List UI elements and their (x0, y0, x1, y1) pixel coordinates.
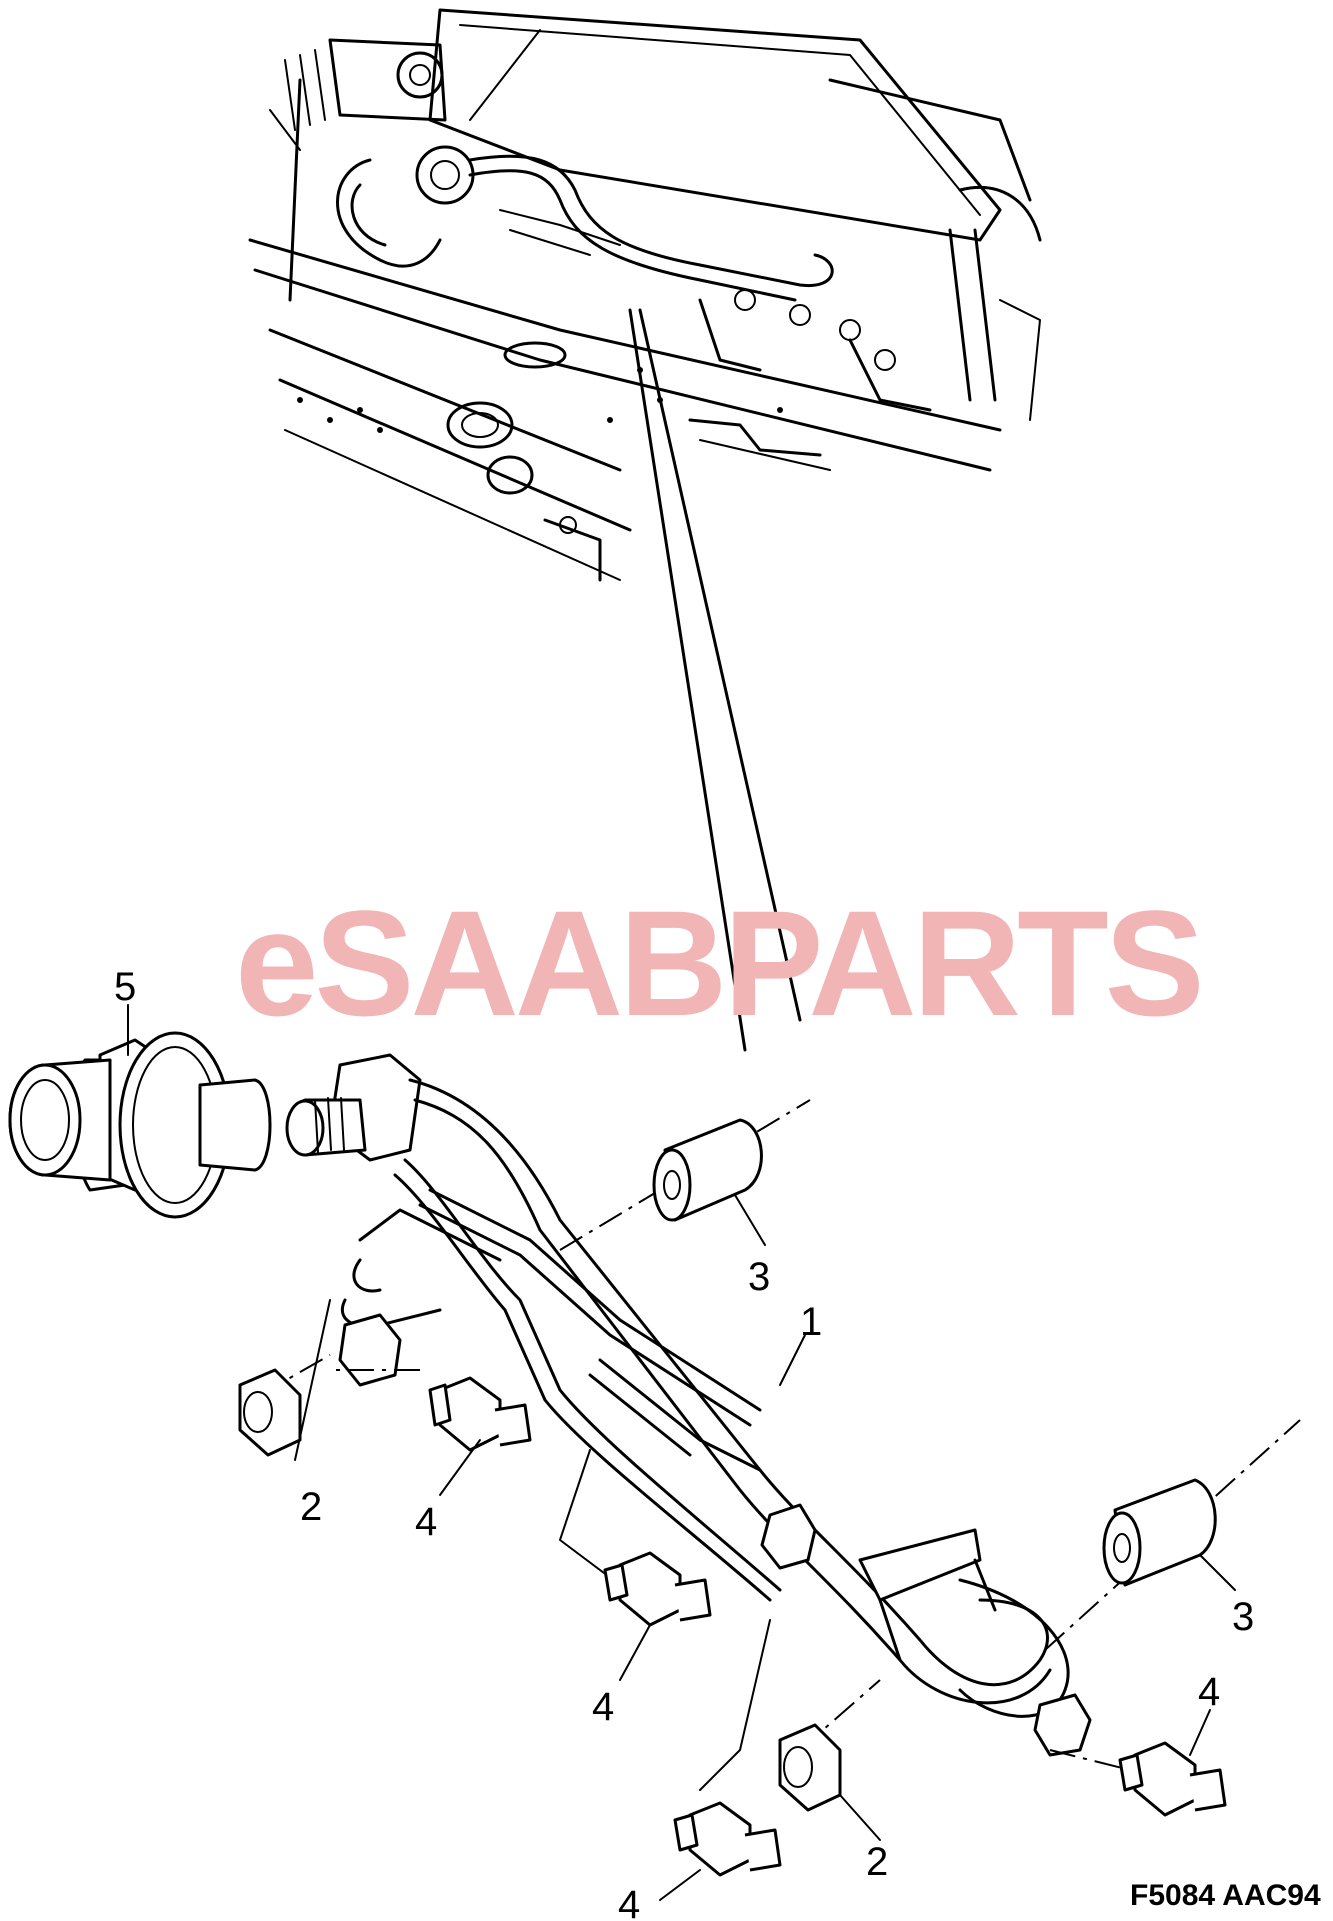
sleeve-part-3-upper (559, 1099, 811, 1251)
callout-2-upper: 2 (300, 1485, 322, 1529)
nut-part-2-upper (238, 1354, 331, 1457)
callout-4-b: 4 (592, 1685, 614, 1729)
nut-part-2-lower (778, 1679, 881, 1812)
watermark-prefix: e (235, 879, 314, 1047)
callout-1: 1 (800, 1300, 822, 1344)
stud-part-4-b (603, 1551, 712, 1627)
leader-line-right (638, 308, 802, 1022)
stud-part-4-d (1049, 1741, 1227, 1817)
figure-code: F5084 AAC94 (1130, 1879, 1321, 1912)
callout-5: 5 (114, 965, 136, 1009)
injection-pipe-part-1 (285, 1053, 1092, 1791)
callout-3-upper: 3 (748, 1255, 770, 1299)
callout-4-a: 4 (415, 1500, 437, 1544)
stud-part-4-c (673, 1801, 782, 1877)
callout-4-d: 4 (1198, 1670, 1220, 1714)
callout-3-lower: 3 (1232, 1595, 1254, 1639)
watermark-brand: SAAB (314, 879, 723, 1047)
callout-leaders (127, 1004, 1236, 1901)
callout-2-lower: 2 (866, 1840, 888, 1884)
watermark-suffix: PARTS (723, 879, 1200, 1047)
engine-overview (248, 8, 1042, 582)
callout-4-c: 4 (618, 1883, 640, 1921)
watermark: eSAABPARTS (235, 879, 1201, 1047)
stud-part-4-a (330, 1369, 532, 1452)
sleeve-part-3-lower (1044, 1419, 1301, 1651)
leader-line-left (628, 308, 747, 1052)
check-valve-part-5 (8, 1009, 272, 1219)
